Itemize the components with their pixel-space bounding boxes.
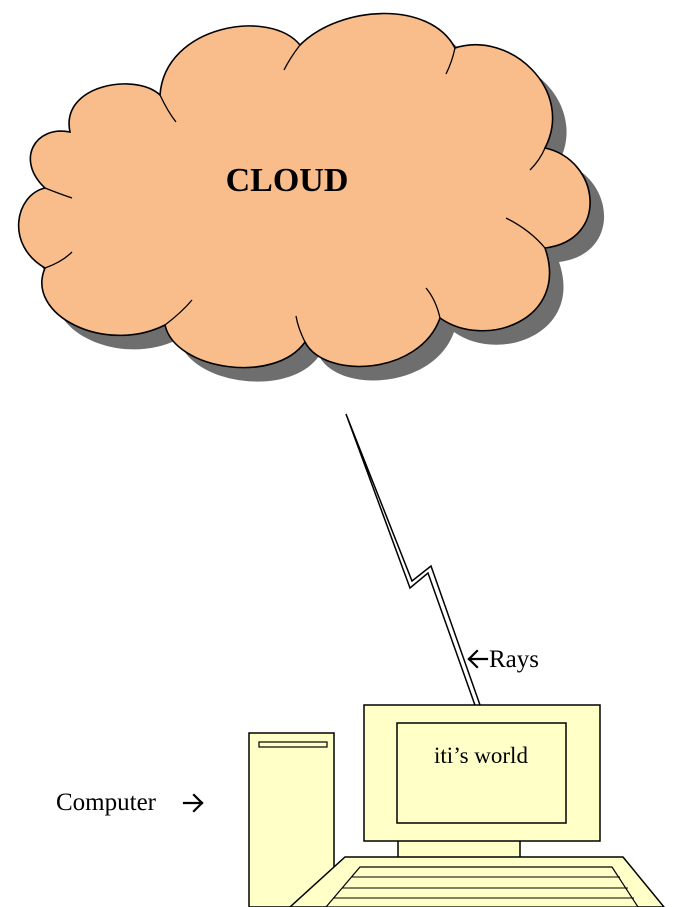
screen-text: iti’s world — [434, 743, 528, 768]
cloud-inner-arcs — [44, 44, 546, 343]
computer-monitor: iti’s world — [363, 704, 601, 859]
rays-annotation: Rays — [467, 646, 539, 673]
computer-tower — [248, 732, 335, 907]
computer-keyboard — [288, 856, 665, 907]
right-arrow-icon — [182, 793, 204, 813]
rays-label: Rays — [489, 646, 539, 673]
computer-label: Computer — [56, 789, 157, 816]
tower-case — [248, 732, 335, 907]
left-arrow-icon — [467, 649, 489, 669]
lightning-bolt — [345, 413, 481, 710]
disk-slot — [258, 741, 328, 748]
cloud-shape — [17, 12, 591, 369]
computer-annotation: Computer — [56, 789, 204, 816]
cloud-label: CLOUD — [226, 162, 349, 199]
monitor-base — [397, 839, 521, 859]
keyboard-keys — [325, 866, 639, 907]
monitor-screen — [396, 722, 567, 824]
